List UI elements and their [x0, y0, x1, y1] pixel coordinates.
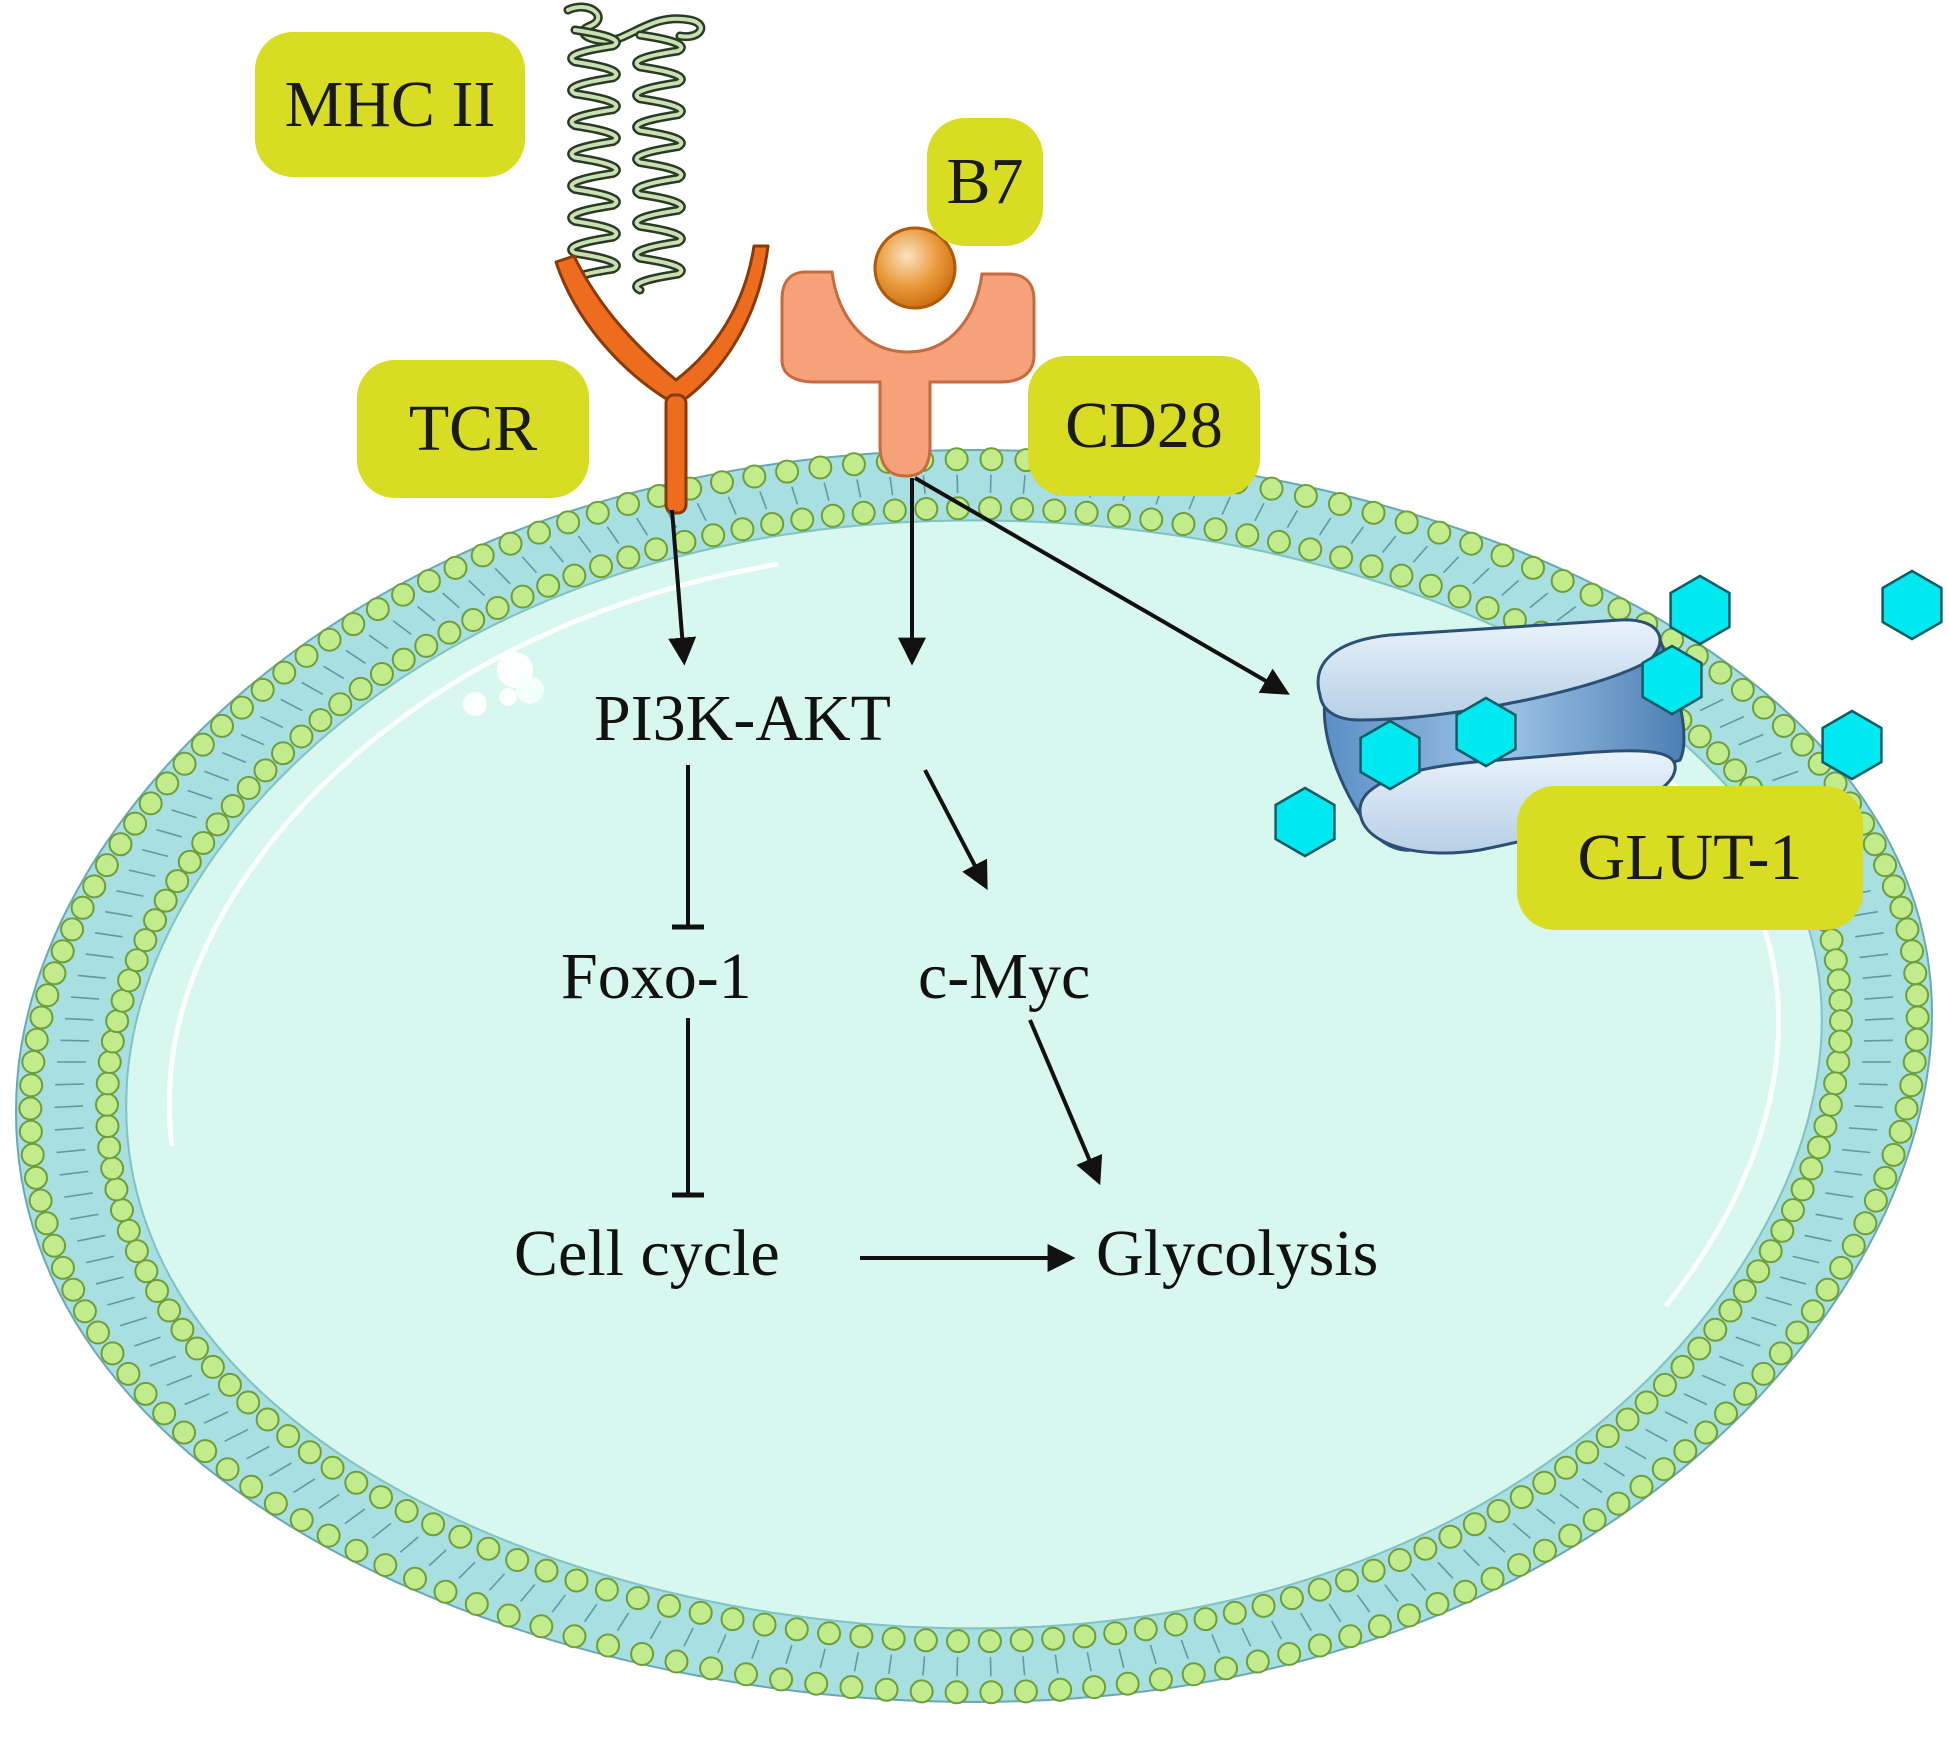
node-pi3k-akt: PI3K-AKT — [594, 682, 891, 755]
node-cmyc: c-Myc — [918, 940, 1091, 1013]
glucose-molecule-icon — [1359, 719, 1421, 791]
b7-ligand-icon — [873, 226, 957, 310]
node-glycolysis: Glycolysis — [1096, 1217, 1379, 1290]
glucose-molecule-icon — [1641, 644, 1703, 716]
arrow-cd28-to-glut1 — [913, 476, 1290, 695]
glucose-molecule-icon — [1274, 786, 1336, 858]
glucose-molecule-icon — [1455, 696, 1517, 768]
label-tcr: TCR — [357, 360, 589, 498]
node-cell-cycle: Cell cycle — [514, 1217, 780, 1290]
arrow-tcr-to-pi3k — [668, 509, 697, 666]
glucose-molecule-icon — [1669, 574, 1731, 646]
label-cd28: CD28 — [1028, 356, 1260, 496]
vesicle-icon — [463, 652, 544, 716]
glucose-molecule-icon — [1821, 709, 1883, 781]
label-b7: B7 — [927, 118, 1043, 246]
cd28-receptor-icon — [780, 270, 1036, 478]
glucose-molecule-icon — [1881, 569, 1943, 641]
pathway-arrows — [668, 476, 1290, 1272]
tcr-receptor-icon — [554, 244, 770, 515]
label-mhc-ii: MHC II — [255, 32, 525, 177]
mhc-ii-molecule-icon — [563, 2, 706, 295]
label-glut1: GLUT-1 — [1517, 786, 1863, 930]
lipid-tails — [54, 474, 1894, 1677]
arrow-cmyc-to-glycolysis — [1028, 1019, 1103, 1186]
node-foxo1: Foxo-1 — [561, 940, 752, 1013]
arrow-pi3k-to-cmyc — [923, 769, 988, 890]
glucose-molecules — [1274, 569, 1943, 858]
